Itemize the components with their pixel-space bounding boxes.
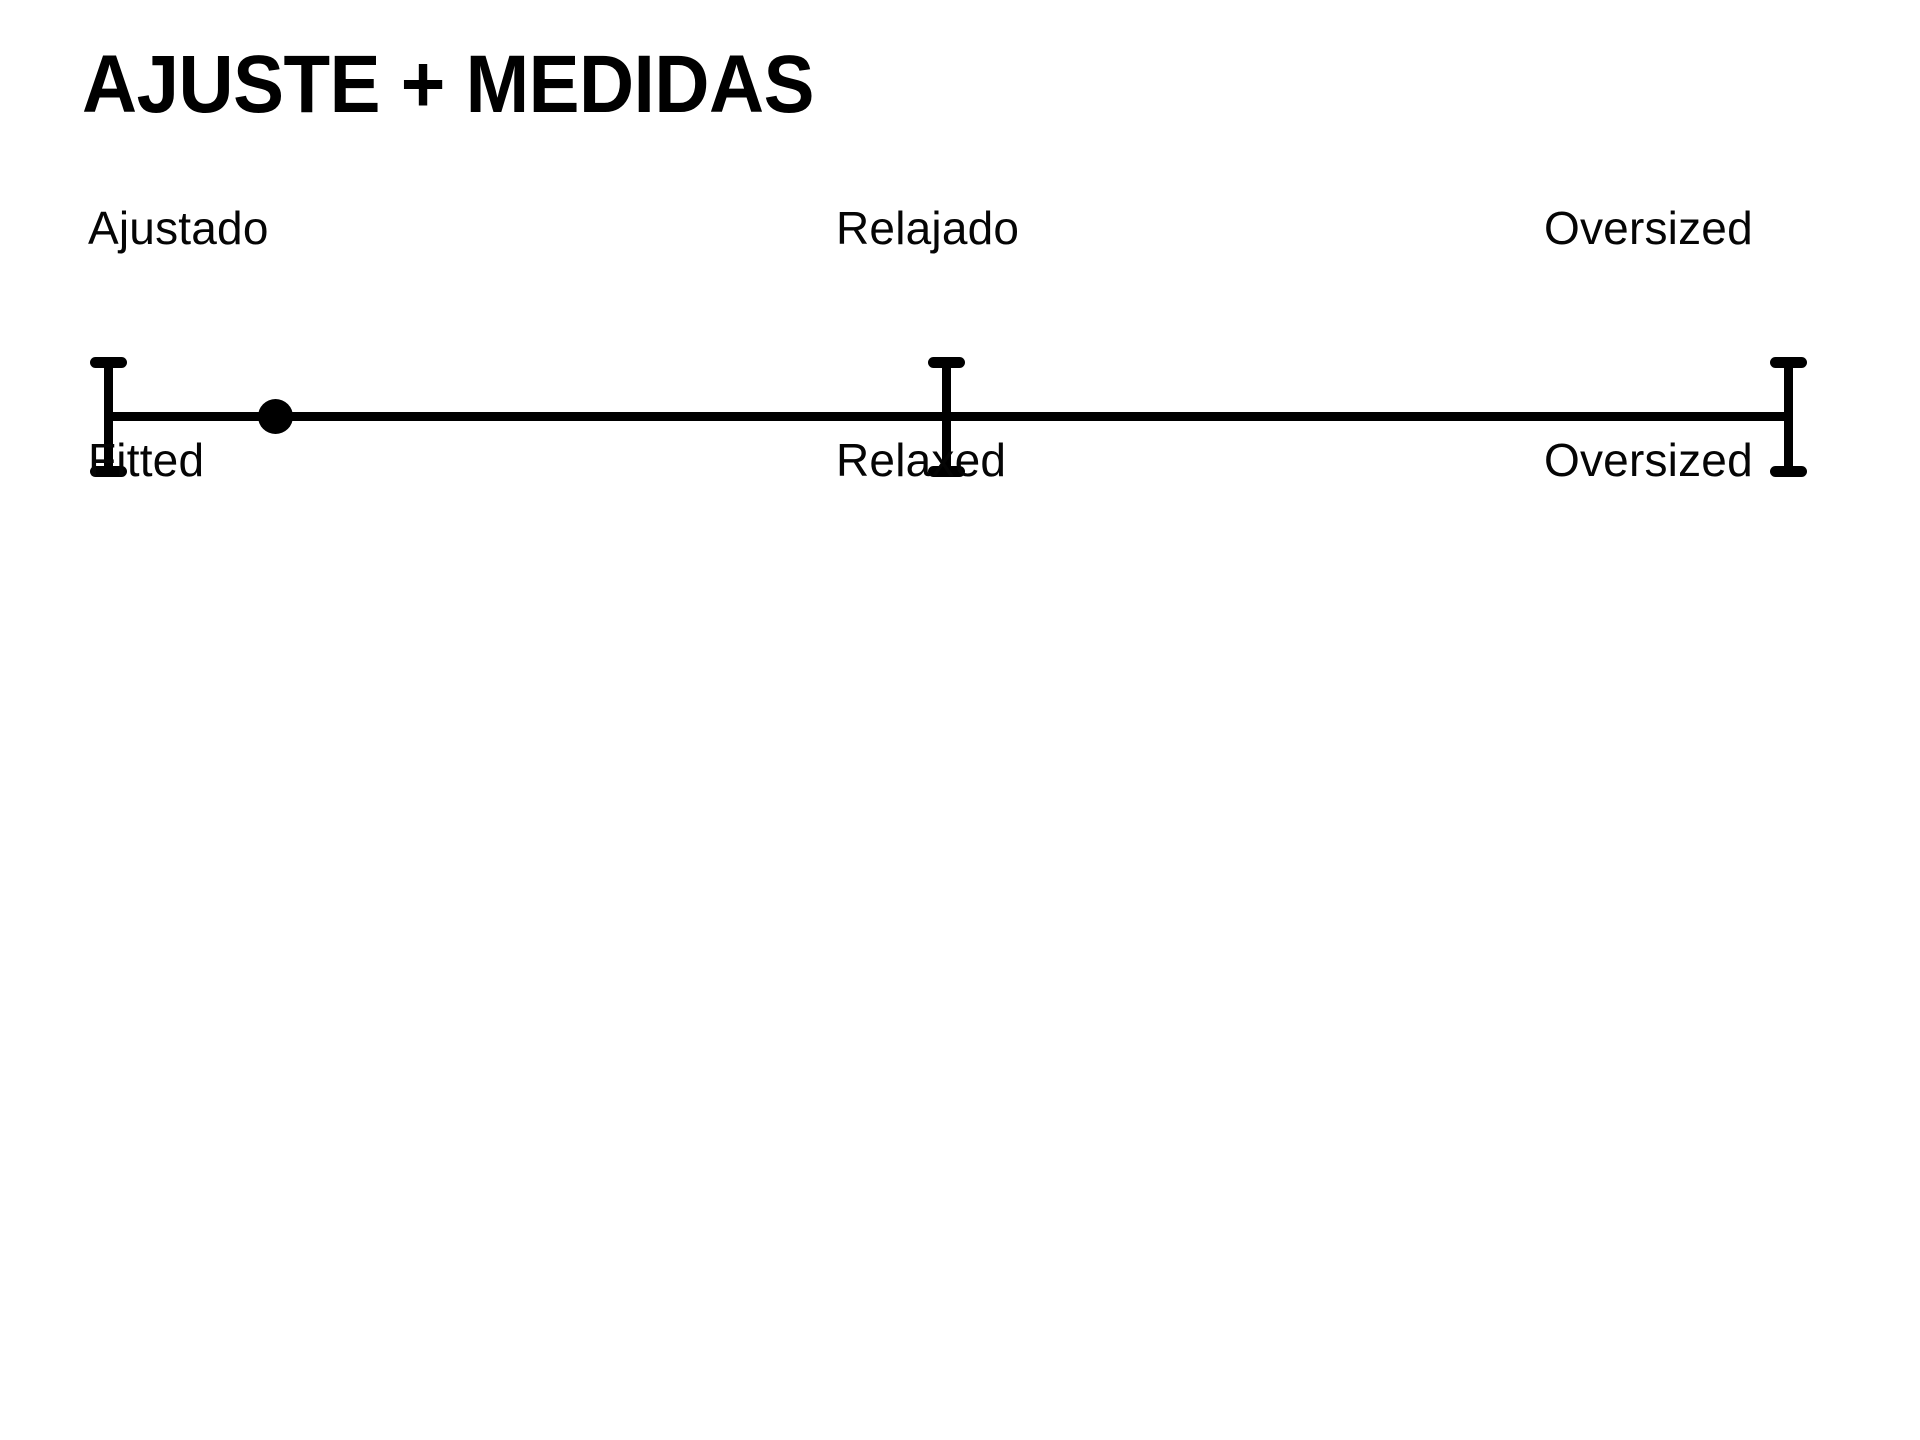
scale-label-oversized-es: Oversized (1544, 202, 1753, 254)
axis-tick-middle (928, 357, 965, 477)
scale-labels-bottom-row: Fitted Relaxed Oversized (0, 430, 1920, 490)
scale-label-relaxed: Relaxed (836, 434, 1007, 486)
scale-axis (0, 300, 1920, 480)
axis-tick-end (1770, 357, 1807, 477)
fit-selection-marker-icon (258, 399, 293, 434)
scale-label-oversized-en: Oversized (1544, 434, 1753, 486)
axis-tick-start (90, 357, 127, 477)
page-title: AJUSTE + MEDIDAS (82, 39, 815, 130)
scale-label-ajustado: Ajustado (88, 202, 269, 254)
scale-label-relajado: Relajado (836, 202, 1020, 254)
scale-label-fitted: Fitted (88, 434, 205, 486)
scale-labels-top-row: Ajustado Relajado Oversized (0, 198, 1920, 258)
fit-scale-diagram: Ajustado Relajado Oversized Fitted Relax… (0, 0, 1920, 620)
